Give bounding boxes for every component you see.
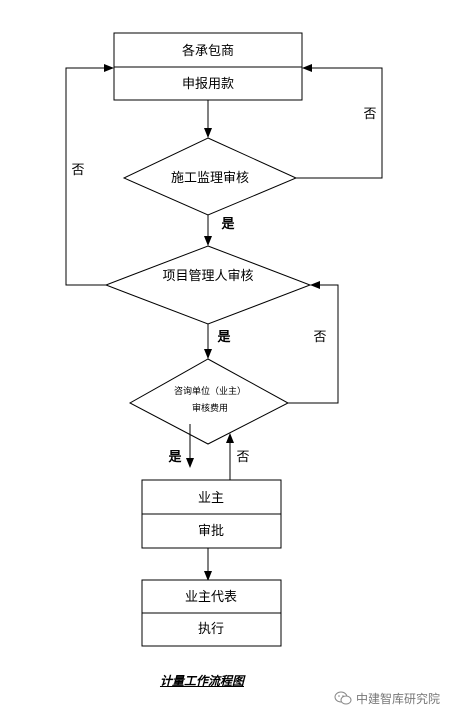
contractors-sub: 申报用款 [182, 77, 234, 92]
label-yes-1: 是 [220, 217, 235, 232]
owner-node: 业主 审批 [141, 479, 282, 549]
arrow-project-manager-no [65, 64, 114, 286]
consulting-line2: 审核费用 [192, 402, 228, 414]
label-no-4: 否 [236, 450, 249, 465]
consulting-decision: 咨询单位（业主） 审核费用 [128, 358, 290, 445]
label-no-3: 否 [313, 330, 326, 345]
supervision-label: 施工监理审核 [171, 171, 249, 186]
owner-rep-title: 业主代表 [185, 590, 237, 605]
project-manager-decision: 项目管理人审核 [104, 245, 312, 325]
owner-sub: 审批 [198, 524, 224, 539]
watermark: 中建智库研究院 [334, 688, 440, 708]
diagram-caption: 计量工作流程图 [159, 674, 244, 688]
label-yes-2: 是 [216, 330, 231, 345]
arrow-supervision-no [296, 64, 383, 179]
watermark-text: 中建智库研究院 [356, 691, 441, 706]
label-no-1: 否 [363, 107, 376, 122]
owner-rep-node: 业主代表 执行 [141, 579, 282, 647]
label-no-2: 否 [71, 163, 84, 178]
arrow-consulting-no [288, 281, 339, 404]
consulting-line1: 咨询单位（业主） [174, 385, 246, 397]
owner-title: 业主 [198, 491, 224, 506]
owner-rep-sub: 执行 [198, 622, 224, 637]
contractors-node: 各承包商 申报用款 [113, 32, 303, 101]
label-yes-3: 是 [167, 450, 182, 465]
project-manager-label: 项目管理人审核 [162, 269, 253, 284]
contractors-title: 各承包商 [182, 43, 234, 59]
wechat-icon [334, 691, 352, 705]
supervision-decision: 施工监理审核 [122, 137, 298, 216]
